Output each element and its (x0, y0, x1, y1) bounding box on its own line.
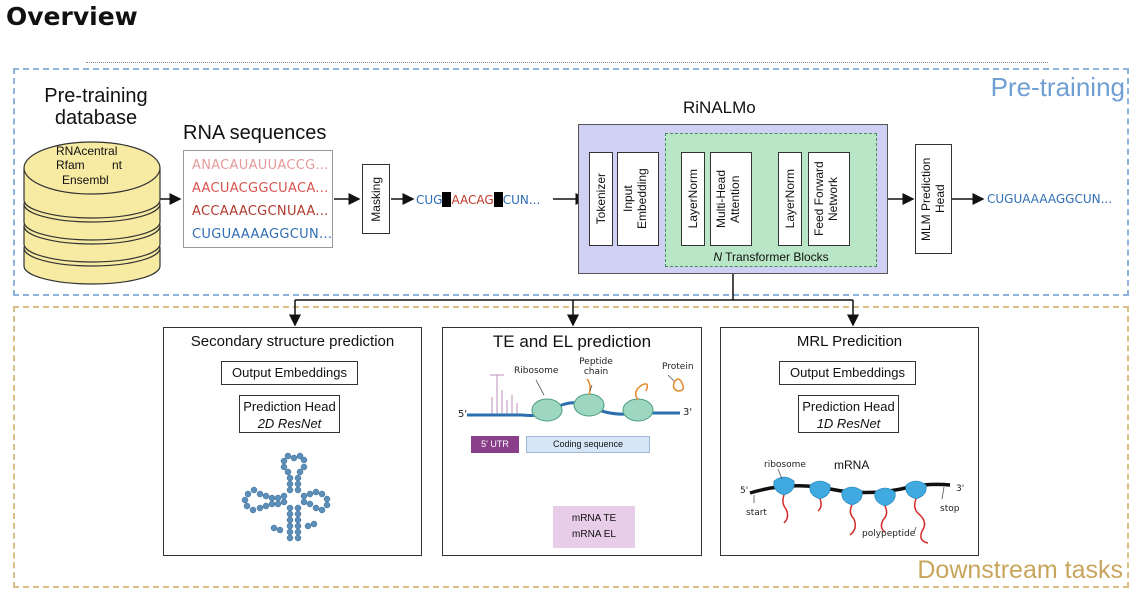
mrna-el-label: mRNA EL (572, 529, 616, 540)
utr-region: 5' UTR (471, 436, 519, 453)
rna-sequence-2: AACUACGGCUACA... (192, 181, 329, 196)
ribosome-label: Ribosome (514, 366, 559, 376)
input-embedding-box: Input Embedding (617, 152, 659, 246)
transformer-blocks-text: Transformer Blocks (721, 250, 829, 264)
masked-sequence: CUG AACAG CUN... (416, 192, 540, 207)
masked-seq-part-2: AACAG (451, 193, 494, 207)
input-embedding-label: Input Embedding (621, 168, 649, 230)
prediction-head-box-1: Prediction Head 2D ResNet (239, 395, 340, 433)
mrna-outputs-box: mRNA TE mRNA EL (553, 506, 635, 548)
mrl-three-prime-label: 3' (956, 484, 965, 494)
output-embeddings-box-2: Output Embeddings (779, 361, 916, 385)
database-title: Pre-training database (44, 85, 148, 129)
rna-sequence-4: CUGUAAAAGGCUN... (192, 227, 333, 242)
rna-sequences-box (183, 150, 333, 248)
rna-secondary-structure-icon (241, 452, 331, 542)
prediction-head-model-1: 2D ResNet (257, 416, 322, 431)
tokenizer-label: Tokenizer (594, 173, 608, 225)
downstream-label: Downstream tasks (917, 556, 1123, 584)
layernorm-box-2: LayerNorm (778, 152, 802, 246)
masked-seq-part-1: CUG (416, 193, 443, 207)
mask-token (442, 192, 452, 207)
masked-seq-part-3: CUN... (502, 193, 541, 207)
layernorm-box-1: LayerNorm (681, 152, 705, 246)
rna-sequences-title: RNA sequences (183, 122, 327, 144)
database-cylinder-icon (23, 141, 161, 285)
protein-label: Protein (662, 362, 694, 372)
model-title: RiNALMo (683, 98, 756, 117)
mrl-ribosome-label: ribosome (764, 460, 806, 470)
prediction-head-model-2: 1D ResNet (816, 416, 881, 431)
mlm-head-label: MLM Prediction Head (918, 157, 947, 241)
feed-forward-box: Feed Forward Network (808, 152, 850, 246)
transformer-blocks-label: N Transformer Blocks (665, 250, 877, 264)
peptide-chain-label: Peptide chain (579, 357, 613, 377)
pretraining-label: Pre-training (990, 72, 1125, 102)
downstream-section (13, 306, 1129, 588)
output-embeddings-box-1: Output Embeddings (221, 361, 358, 385)
mrl-title: MRL Predicition (796, 333, 903, 350)
five-prime-label: 5' (458, 409, 468, 420)
translation-illustration-icon (467, 374, 685, 422)
mrl-polypeptide-label: polypeptide (862, 529, 916, 539)
database-item-rnacentral: RNAcentral (56, 144, 118, 158)
masking-label: Masking (369, 176, 383, 222)
feed-forward-label: Feed Forward Network (812, 161, 840, 237)
prediction-head-label-1: Prediction Head (243, 399, 336, 414)
te-el-title: TE and EL prediction (492, 332, 652, 351)
coding-sequence-region: Coding sequence (526, 436, 650, 453)
mrna-te-label: mRNA TE (571, 513, 617, 524)
multi-head-attention-label: Multi-Head Attention (714, 169, 742, 229)
pretraining-section (13, 68, 1129, 296)
mrl-mrna-label: mRNA (834, 458, 870, 472)
output-sequence: CUGUAAAAGGCUN... (987, 192, 1113, 206)
mlm-head-box: MLM Prediction Head (915, 144, 952, 254)
layernorm-label-2: LayerNorm (783, 169, 797, 229)
mrl-five-prime-label: 5' (740, 486, 749, 496)
database-item-rfam: Rfam (56, 158, 85, 172)
mrl-start-label: start (746, 508, 767, 518)
prediction-head-box-2: Prediction Head 1D ResNet (798, 395, 899, 433)
layernorm-label-1: LayerNorm (686, 169, 700, 229)
database-item-nt: nt (112, 158, 123, 172)
mask-token (493, 192, 503, 207)
tokenizer-box: Tokenizer (589, 152, 613, 246)
rna-sequence-1: ANACAUAUUACCG... (192, 158, 329, 173)
mrl-stop-label: stop (940, 504, 960, 514)
three-prime-label: 3' (683, 407, 693, 418)
multi-head-attention-box: Multi-Head Attention (710, 152, 752, 246)
transformer-n: N (713, 250, 722, 264)
prediction-head-label-2: Prediction Head (802, 399, 895, 414)
database-item-ensembl: Ensembl (62, 173, 109, 187)
masking-box: Masking (362, 164, 390, 234)
title-divider (86, 62, 1048, 63)
mrna-ribosomes-icon (749, 468, 951, 544)
page-title: Overview (6, 2, 138, 31)
rna-sequence-3: ACCAAACGCNUAA... (192, 204, 329, 219)
secondary-structure-title: Secondary structure prediction (190, 333, 395, 350)
